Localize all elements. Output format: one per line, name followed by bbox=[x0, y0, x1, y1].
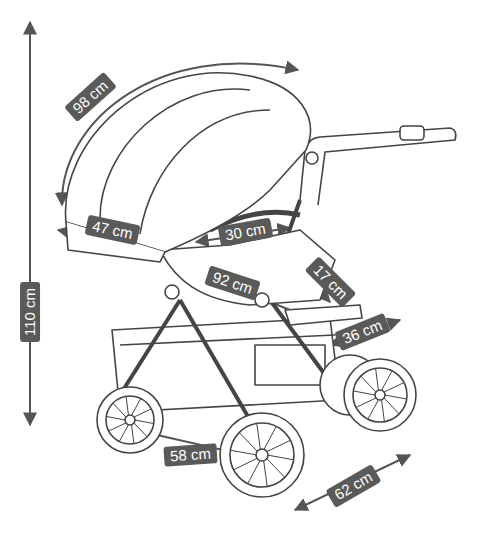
dimension-label: 110 cm bbox=[20, 282, 40, 342]
dimension-label: 58 cm bbox=[163, 443, 217, 467]
dimension-label: 62 cm bbox=[325, 464, 381, 508]
dimension-lines bbox=[30, 22, 410, 510]
dimension-label: 98 cm bbox=[64, 72, 117, 122]
